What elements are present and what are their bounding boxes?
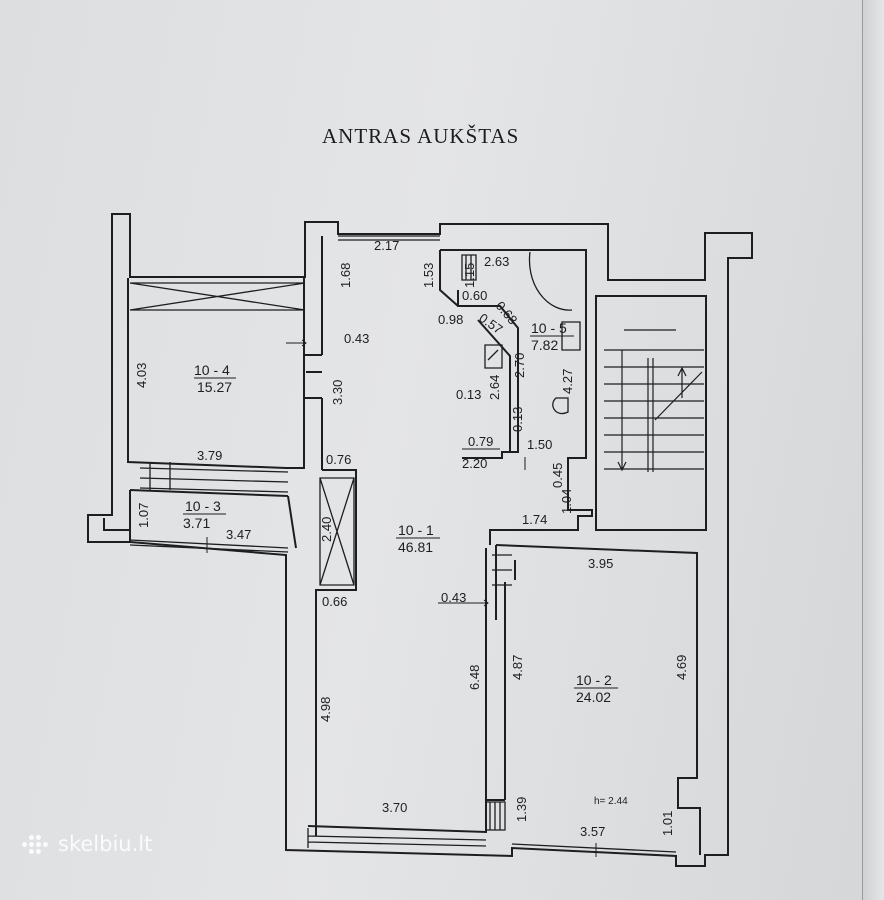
room-10-4-id: 10 - 4	[194, 362, 230, 378]
ceiling-height: h= 2.44	[594, 796, 628, 807]
window-bottom-left	[129, 539, 289, 553]
plan-title: ANTRAS AUKŠTAS	[322, 124, 520, 148]
shower-fixture	[461, 254, 477, 281]
dim-2-63: 2.63	[484, 254, 509, 269]
dim-1-53: 1.53	[421, 263, 436, 288]
dim-4-98: 4.98	[318, 697, 333, 722]
bath-fixture	[484, 344, 503, 369]
room-10-1-id: 10 - 1	[398, 522, 434, 538]
dim-1-68: 1.68	[338, 263, 353, 288]
dim-1-50: 1.50	[527, 437, 552, 452]
room-labels: 10 - 4 15.27 10 - 3 3.71 10 - 1 46.81 10…	[183, 320, 618, 705]
room-10-5-id: 10 - 5	[531, 320, 567, 336]
dim-1-04: 1.04	[559, 489, 574, 514]
dim-0-98: 0.98	[438, 312, 463, 327]
window-bottom-corridor	[307, 828, 487, 848]
dim-0-45: 0.45	[550, 463, 565, 488]
left-wing-inner-edge	[103, 518, 130, 531]
dim-6-48: 6.48	[467, 665, 482, 690]
bathroom-inner-wall	[477, 319, 511, 452]
dim-3-70: 3.70	[382, 800, 407, 815]
room-10-3-id: 10 - 3	[185, 498, 221, 514]
watermark-text: skelbiu.lt	[58, 832, 153, 856]
vent-10-2-top	[492, 554, 512, 586]
dim-0-43-top: 0.43	[344, 331, 369, 346]
dim-3-79: 3.79	[197, 448, 222, 463]
dim-1-15: 1.15	[462, 263, 477, 288]
bath-door-arc	[528, 251, 573, 311]
dim-4-69: 4.69	[674, 655, 689, 680]
walls	[87, 213, 753, 867]
dim-0-66: 0.66	[322, 594, 347, 609]
room-10-5-area: 7.82	[531, 337, 558, 353]
room-10-4-walls	[127, 278, 305, 469]
room-10-2-walls	[495, 544, 701, 855]
staircase-walls	[595, 295, 707, 531]
stair-arrow	[617, 350, 703, 472]
room-10-3-walls	[129, 489, 297, 549]
sink	[561, 321, 581, 351]
dim-3-30: 3.30	[330, 380, 345, 405]
dim-0-79: 0.79	[468, 434, 493, 449]
stair-steps	[604, 329, 704, 470]
openings	[129, 235, 677, 857]
bathroom-walls	[439, 249, 593, 545]
dim-2-20: 2.20	[462, 456, 487, 471]
dim-0-13-right: 0.13	[510, 407, 525, 432]
watermark-dots-icon	[22, 832, 52, 856]
left-wing-outer-wall	[87, 213, 753, 867]
dim-3-57: 3.57	[580, 824, 605, 839]
corridor-left-wall	[315, 236, 357, 836]
toilet	[552, 397, 569, 415]
room-10-3-area: 3.71	[183, 515, 210, 531]
dim-4-03: 4.03	[134, 363, 149, 388]
room-10-4-area: 15.27	[197, 379, 232, 395]
room-10-1-area: 46.81	[398, 539, 433, 555]
watermark: skelbiu.lt	[22, 832, 152, 856]
staircase	[604, 329, 704, 472]
closet-10-1	[319, 477, 355, 586]
dim-0-60: 0.60	[462, 288, 487, 303]
dim-2-64: 2.64	[487, 375, 502, 400]
room-10-2-outer-left	[485, 545, 497, 800]
vent-10-2	[485, 801, 506, 831]
window-10-4-left	[129, 282, 306, 311]
dim-0-13-left: 0.13	[456, 387, 481, 402]
corridor-left-outer	[304, 354, 322, 399]
dimensions: 2.17 1.68 1.53 1.15 2.63 0.60 0.68 0.98 …	[134, 238, 689, 839]
dimension-lines	[206, 339, 597, 857]
dim-3-47: 3.47	[226, 527, 251, 542]
dim-1-01: 1.01	[660, 811, 675, 836]
dim-4-27: 4.27	[560, 369, 575, 394]
dim-2-40: 2.40	[319, 517, 334, 542]
dim-3-95: 3.95	[588, 556, 613, 571]
window-10-3	[139, 462, 289, 493]
window-top-corridor	[338, 235, 440, 241]
dim-1-39: 1.39	[514, 797, 529, 822]
dim-1-74: 1.74	[522, 512, 547, 527]
room-10-2-area: 24.02	[576, 689, 611, 705]
dim-0-43-bottom: 0.43	[441, 590, 466, 605]
paper-edge	[862, 0, 884, 900]
room-10-2-id: 10 - 2	[576, 672, 612, 688]
dim-4-87: 4.87	[510, 655, 525, 680]
dim-0-76: 0.76	[326, 452, 351, 467]
dim-1-07: 1.07	[136, 503, 151, 528]
dim-2-17: 2.17	[374, 238, 399, 253]
stair-handrail	[647, 358, 654, 472]
window-room-10-2	[511, 843, 677, 857]
dim-2-70: 2.70	[512, 353, 527, 378]
